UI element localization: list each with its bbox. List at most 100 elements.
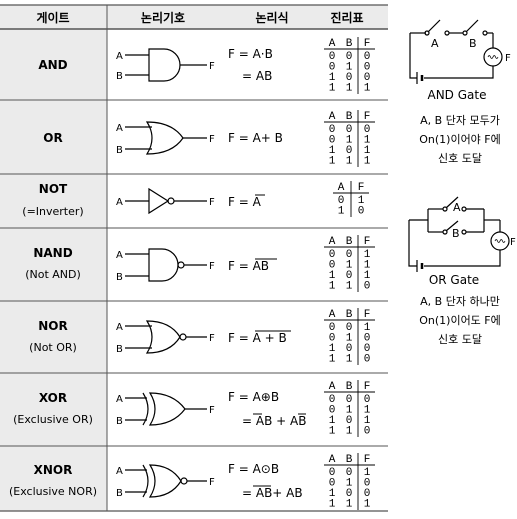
- and-desc-line-2: On(1)이어야 F에: [419, 133, 501, 146]
- or-gate-symbol: [125, 121, 207, 155]
- gate-column-background: [0, 5, 107, 511]
- tt-cell: 0: [364, 124, 371, 136]
- tt-header-cell: A: [329, 111, 336, 123]
- tt-cell: 1: [364, 322, 371, 334]
- pin-f: F: [209, 61, 215, 72]
- tt-cell: 0: [346, 145, 353, 157]
- tt-cell: 0: [346, 249, 353, 261]
- tt-header-cell: B: [346, 309, 353, 321]
- gate-subtitle-xnor: (Exclusive NOR): [9, 485, 97, 498]
- tt-header-cell: F: [364, 236, 371, 248]
- tt-cell: 1: [346, 62, 353, 74]
- and-output-label: F: [505, 53, 511, 64]
- tt-cell: 0: [329, 249, 336, 261]
- tt-cell: 1: [346, 478, 353, 490]
- tt-header-cell: B: [346, 454, 353, 466]
- pin-f: F: [209, 333, 215, 344]
- or-switch-a-label: A: [453, 201, 461, 214]
- and-gate-symbol: [125, 48, 207, 82]
- or-desc-line-2: On(1)이어도 F에: [419, 314, 501, 327]
- xor-gate-symbol: [125, 392, 207, 426]
- pin-b: B: [116, 344, 123, 355]
- tt-header-cell: A: [329, 38, 336, 50]
- tt-cell: 0: [364, 426, 371, 438]
- expr-nand: F = AB: [228, 259, 269, 273]
- expr-and-1: F = A·B: [228, 47, 273, 61]
- nor-gate-symbol: [125, 320, 207, 354]
- tt-cell: 0: [346, 488, 353, 500]
- header-symbol: 논리기호: [141, 10, 185, 25]
- pin-f: F: [209, 197, 215, 208]
- tt-cell: 1: [346, 83, 353, 95]
- tt-header-cell: F: [364, 381, 371, 393]
- tt-cell: 0: [329, 51, 336, 63]
- expr-and-2: = AB: [242, 69, 272, 83]
- tt-cell: 0: [329, 62, 336, 74]
- tt-cell: 0: [346, 270, 353, 282]
- tt-cell: 1: [346, 499, 353, 511]
- or-output-label: F: [510, 237, 516, 248]
- tt-cell: 0: [364, 333, 371, 345]
- tt-cell: 0: [329, 394, 336, 406]
- or-switch-b-label: B: [452, 227, 460, 240]
- tt-cell: 1: [358, 195, 365, 207]
- tt-cell: 1: [364, 145, 371, 157]
- gate-subtitle-xor: (Exclusive OR): [13, 413, 93, 426]
- tt-cell: 1: [346, 156, 353, 168]
- gate-name-xnor: XNOR: [34, 463, 73, 477]
- and-switch-a-label: A: [431, 37, 439, 50]
- gate-name-or: OR: [43, 131, 62, 145]
- pin-a: A: [116, 51, 123, 62]
- expr-xnor-1: F = A⊙B: [228, 462, 279, 476]
- tt-cell: 0: [346, 394, 353, 406]
- tt-cell: 0: [329, 124, 336, 136]
- tt-cell: 1: [364, 260, 371, 272]
- tt-header-cell: F: [364, 38, 371, 50]
- tt-cell: 1: [329, 426, 336, 438]
- tt-cell: 1: [364, 415, 371, 427]
- gate-name-and: AND: [38, 58, 67, 72]
- gate-subtitle-not: (=Inverter): [22, 205, 83, 218]
- tt-cell: 1: [346, 281, 353, 293]
- tt-cell: 0: [364, 72, 371, 84]
- tt-header-cell: F: [358, 182, 365, 194]
- tt-cell: 1: [346, 354, 353, 366]
- tt-header-cell: F: [364, 111, 371, 123]
- pin-b: B: [116, 71, 123, 82]
- tt-cell: 0: [364, 51, 371, 63]
- tt-cell: 1: [329, 72, 336, 84]
- tt-cell: 0: [346, 72, 353, 84]
- tt-cell: 0: [346, 343, 353, 355]
- tt-cell: 0: [364, 62, 371, 74]
- tt-cell: 1: [329, 415, 336, 427]
- tt-cell: 1: [338, 206, 345, 218]
- gate-subtitle-nor: (Not OR): [29, 341, 77, 354]
- table-grid: [0, 4, 388, 512]
- and-desc-line-3: 신호 도달: [438, 152, 482, 165]
- header-gate: 게이트: [36, 10, 69, 25]
- tt-cell: 0: [364, 343, 371, 355]
- tt-cell: 0: [329, 333, 336, 345]
- tt-cell: 1: [329, 83, 336, 95]
- pin-f: F: [209, 134, 215, 145]
- pin-b: B: [116, 272, 123, 283]
- tt-cell: 0: [364, 354, 371, 366]
- tt-header-cell: B: [346, 236, 353, 248]
- gate-name-nand: NAND: [33, 246, 72, 260]
- not-gate-symbol: [125, 187, 207, 215]
- tt-header-cell: A: [329, 454, 336, 466]
- and-desc-line-1: A, B 단자 모두가: [420, 114, 500, 127]
- tt-cell: 1: [346, 135, 353, 147]
- tt-cell: 0: [364, 488, 371, 500]
- tt-header-cell: A: [329, 309, 336, 321]
- pin-a: A: [116, 123, 123, 134]
- or-circuit-title: OR Gate: [429, 273, 479, 287]
- tt-header-cell: B: [346, 381, 353, 393]
- pin-b: B: [116, 416, 123, 427]
- tt-cell: 0: [329, 467, 336, 479]
- header-expression: 논리식: [255, 10, 288, 25]
